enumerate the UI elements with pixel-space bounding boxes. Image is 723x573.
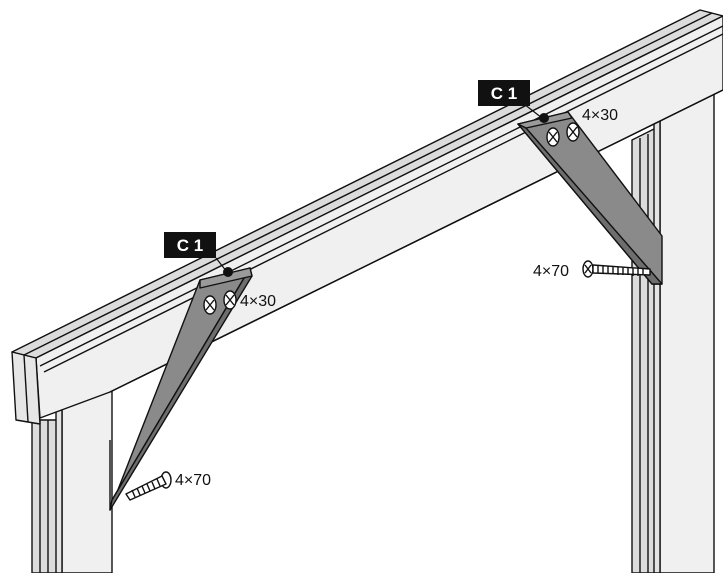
right-brace: [517, 111, 663, 285]
right-long-screw: [582, 260, 651, 278]
part-label-text: C 1: [177, 236, 203, 255]
screw-size-label: 4×30: [582, 107, 618, 124]
left-long-screw: [125, 471, 172, 501]
part-label-text: C 1: [491, 84, 517, 103]
right-brace-screws: [546, 122, 580, 147]
left-brace: [109, 267, 253, 511]
screw-size-label: 4×30: [240, 293, 276, 310]
screw-size-label: 4×70: [533, 263, 569, 280]
part-label-c1-right: C 1: [478, 80, 530, 106]
left-brace-screws: [203, 290, 237, 315]
screw-size-label: 4×70: [175, 472, 211, 489]
part-label-c1-left: C 1: [164, 232, 216, 258]
